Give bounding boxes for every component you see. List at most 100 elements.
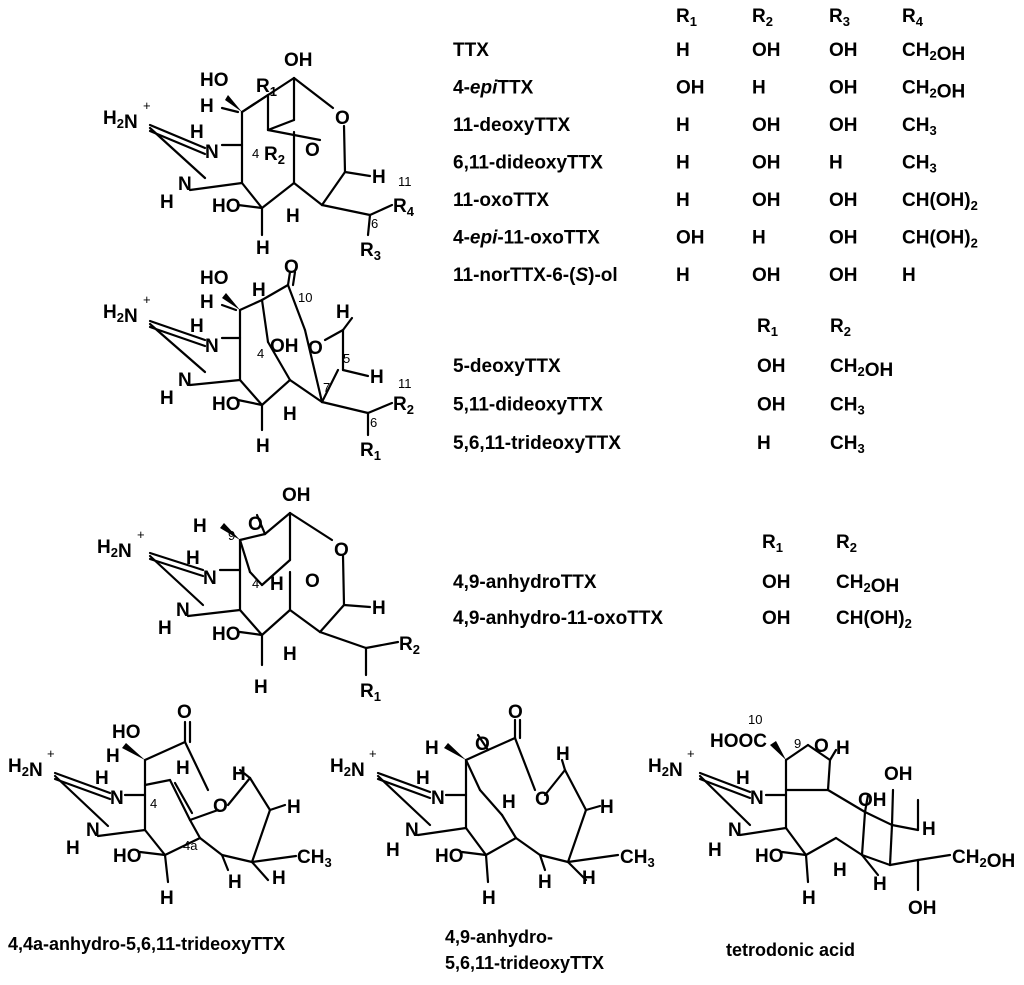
- cell-r2: OH: [752, 190, 781, 211]
- atom-h: H: [232, 764, 246, 785]
- atom-h2n: H2N: [8, 756, 43, 781]
- cell-r2: OH: [752, 265, 781, 286]
- label-r3: R3: [360, 240, 381, 263]
- cell-r1: OH: [757, 395, 786, 416]
- label-r1: R1: [256, 76, 277, 99]
- compound-name: 11-oxoTTX: [453, 190, 549, 211]
- header-r2: R2: [752, 6, 773, 29]
- compound-name: 4-epi-11-oxoTTX: [453, 228, 600, 249]
- locant-10: 10: [298, 290, 312, 305]
- atom-ch2oh: CH2OH: [952, 847, 1015, 872]
- atom-ho: HO: [200, 70, 229, 91]
- atom-n: N: [205, 142, 219, 163]
- atom-h: H: [176, 758, 190, 779]
- structure-5-deoxyttx: H2N + H N N H HO H H O 10 4 OH O H 5 7 H…: [103, 257, 414, 463]
- cell-r1: H: [676, 40, 690, 61]
- header-r1: R1: [762, 532, 783, 555]
- atom-h2n: H2N: [103, 108, 138, 133]
- atom-ho: HO: [112, 722, 141, 743]
- locant-6: 6: [370, 415, 377, 430]
- atom-h: H: [556, 744, 570, 765]
- atom-o: O: [248, 514, 263, 535]
- locant-4: 4: [252, 576, 259, 591]
- cell-r1: H: [676, 153, 690, 174]
- locant-10: 10: [748, 712, 762, 727]
- cell-r1: OH: [757, 356, 786, 377]
- atom-n: N: [205, 336, 219, 357]
- atom-plus: +: [47, 746, 55, 761]
- atom-h: H: [270, 574, 284, 595]
- atom-n: N: [203, 568, 217, 589]
- atom-h2n: H2N: [648, 756, 683, 781]
- header-r1: R1: [676, 6, 697, 29]
- atom-h: H: [336, 302, 350, 323]
- atom-h: H: [372, 167, 386, 188]
- cell-r1: H: [757, 433, 771, 454]
- atom-h: H: [708, 840, 722, 861]
- compound-name: 4,9-anhydroTTX: [453, 572, 597, 593]
- atom-h: H: [502, 792, 516, 813]
- atom-n: N: [178, 370, 192, 391]
- locant-7: 7: [323, 380, 330, 395]
- compound-name: 5,6,11-trideoxyTTX: [453, 433, 621, 454]
- atom-h: H: [252, 280, 266, 301]
- cell-r2: OH: [752, 115, 781, 136]
- atom-o: O: [334, 540, 349, 561]
- header-r3: R3: [829, 6, 850, 29]
- header-r1: R1: [757, 316, 778, 339]
- structure-4-4a-anhydro: H2N + H N N H HO H O H 4 4a O H H CH3 H …: [8, 702, 332, 954]
- atom-h: H: [228, 872, 242, 893]
- atom-plus: +: [143, 98, 151, 113]
- compound-name: 5-deoxyTTX: [453, 356, 561, 377]
- atom-h: H: [66, 838, 80, 859]
- cell-r2: OH: [752, 40, 781, 61]
- atom-h: H: [372, 598, 386, 619]
- cell-r3: OH: [829, 78, 858, 99]
- compound-name: 6,11-dideoxyTTX: [453, 153, 603, 174]
- structure-4-9-anhydrottx: H2N + H N N H H 9 O OH O O 4 H H R2 R1 H…: [97, 485, 420, 704]
- atom-h: H: [190, 122, 204, 143]
- atom-h: H: [836, 738, 850, 759]
- cell-r1: H: [676, 115, 690, 136]
- atom-h: H: [256, 436, 270, 457]
- atom-o: O: [814, 736, 829, 757]
- cell-r4: CH2OH: [902, 78, 965, 103]
- atom-h2n: H2N: [330, 756, 365, 781]
- atom-ho: HO: [755, 846, 784, 867]
- atom-oh: OH: [884, 764, 913, 785]
- atom-o: O: [177, 702, 192, 723]
- cell-r1: OH: [676, 78, 705, 99]
- cell-r1: H: [676, 265, 690, 286]
- cell-r4: CH(OH)2: [902, 190, 978, 213]
- atom-plus: +: [143, 292, 151, 307]
- structure-ttx: H2N + H N N H HO H R1 OH O O 4 R2 H 11 6…: [103, 50, 415, 263]
- header-r2: R2: [836, 532, 857, 555]
- atom-h: H: [160, 888, 174, 909]
- label-r2: R2: [393, 394, 414, 417]
- atom-n: N: [178, 174, 192, 195]
- cell-r3: OH: [829, 265, 858, 286]
- atom-h: H: [538, 872, 552, 893]
- atom-h: H: [283, 404, 297, 425]
- atom-oh: OH: [908, 898, 937, 919]
- atom-h: H: [370, 367, 384, 388]
- caption-right: tetrodonic acid: [726, 940, 855, 960]
- locant-4a: 4a: [183, 838, 198, 853]
- cell-r3: H: [829, 153, 843, 174]
- cell-r1: OH: [762, 608, 791, 629]
- atom-h: H: [482, 888, 496, 909]
- atom-o: O: [284, 257, 299, 278]
- atom-o: O: [305, 140, 320, 161]
- atom-o: O: [475, 734, 490, 755]
- compound-name: 11-deoxyTTX: [453, 115, 571, 136]
- label-r1: R1: [360, 681, 381, 704]
- cell-r1: H: [676, 190, 690, 211]
- atom-h: H: [200, 96, 214, 117]
- atom-h: H: [286, 206, 300, 227]
- atom-h: H: [873, 874, 887, 895]
- compound-name: 4-epiTTX: [453, 78, 534, 99]
- atom-plus: +: [137, 527, 145, 542]
- atom-n: N: [728, 820, 742, 841]
